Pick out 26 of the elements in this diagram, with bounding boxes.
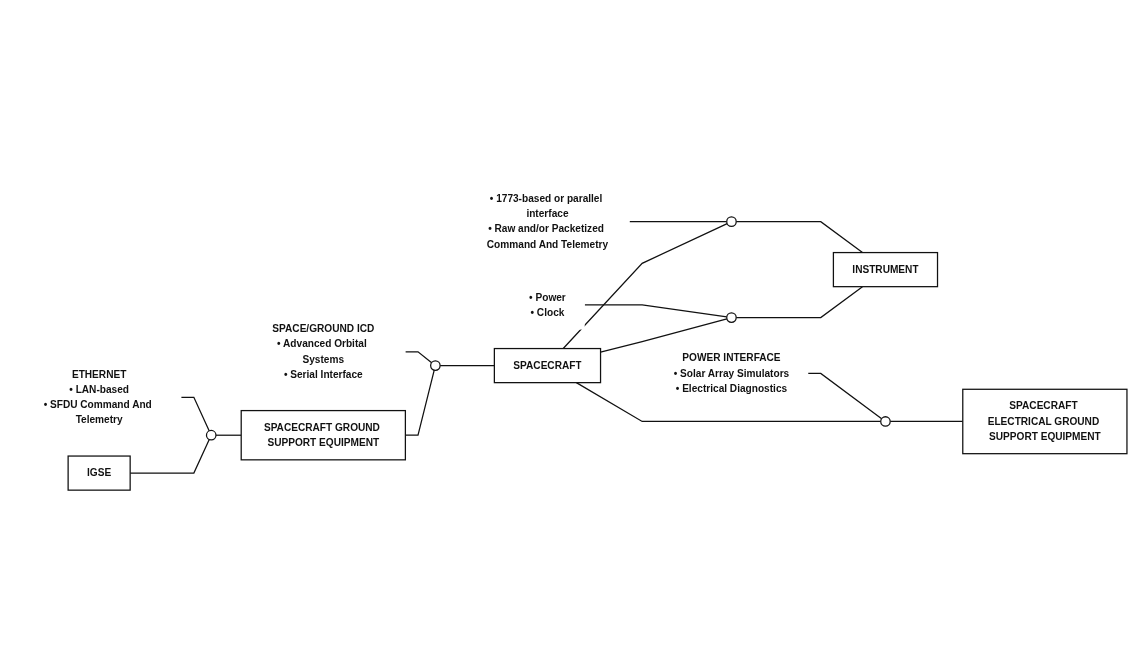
connector — [404, 350, 433, 363]
node-circle — [726, 311, 737, 323]
node-text: • Power • Clock — [529, 291, 566, 318]
connector — [575, 381, 882, 422]
connector — [180, 396, 210, 432]
connector — [735, 285, 864, 318]
node-box: SPACECRAFT ELECTRICAL GROUND SUPPORT EQUIPMENT — [962, 388, 1128, 454]
node-box: SPACECRAFT GROUND SUPPORT EQUIPMENT — [240, 409, 406, 460]
connector — [215, 434, 242, 436]
node-text: • 1773-based or parallel interface • Raw and/or Packetized Command And Telemetry — [486, 192, 609, 249]
connector — [562, 222, 728, 349]
connector — [584, 303, 728, 318]
node-circle — [880, 415, 891, 427]
node-text: POWER INTERFACE • Solar Array Simulators • Electrical Diagnostics — [673, 352, 790, 394]
connector — [439, 364, 495, 366]
node-box: IGSE — [67, 454, 131, 491]
connector — [735, 220, 864, 253]
connector — [807, 372, 883, 419]
node-circle — [205, 429, 217, 441]
node-circle — [430, 359, 441, 371]
node-circle — [726, 215, 737, 227]
node-text: SPACE/GROUND ICD • Advanced Orbital Systems • Serial Interface — [272, 322, 375, 380]
node-box: SPACECRAFT — [493, 347, 602, 383]
connector — [628, 220, 728, 222]
node-box: INSTRUMENT — [832, 251, 939, 287]
node-text: ETHERNET • LAN-based • SFDU Command And Telemetry — [43, 368, 152, 425]
